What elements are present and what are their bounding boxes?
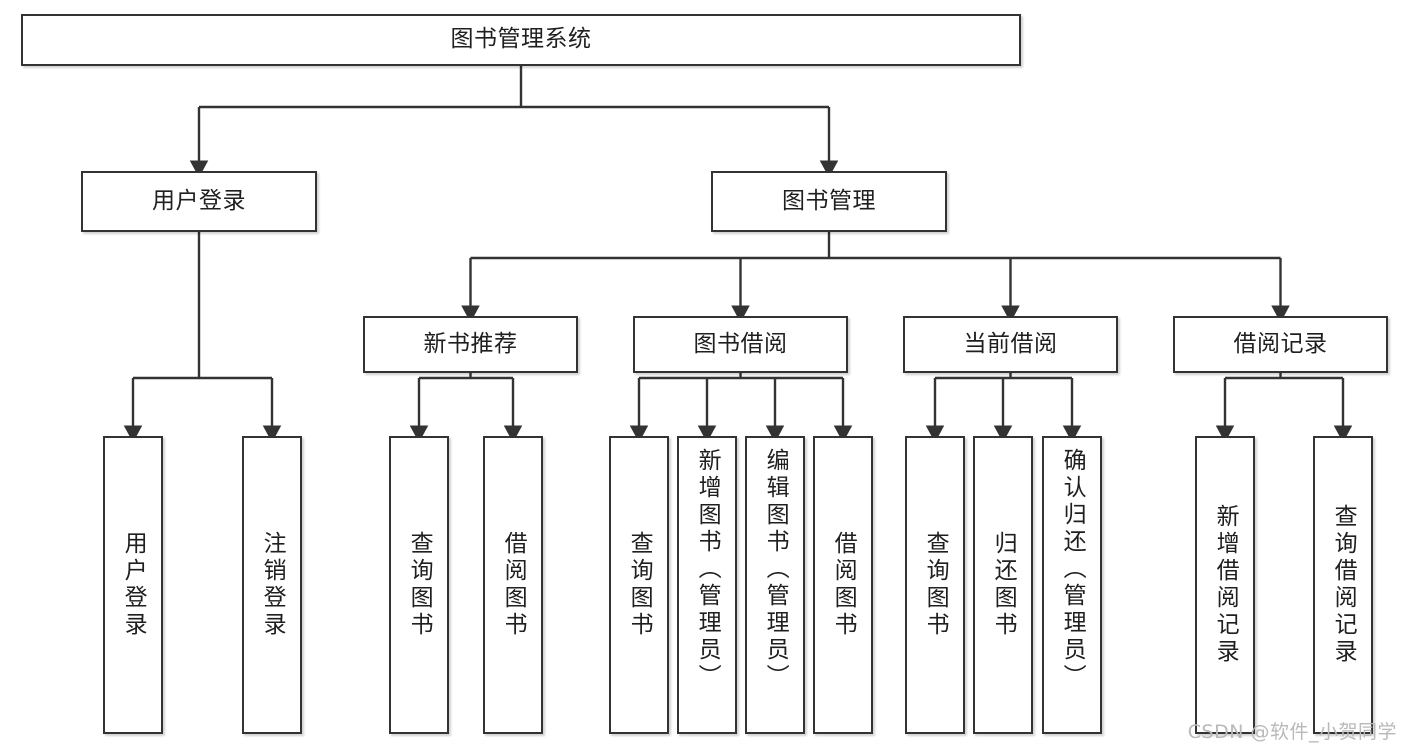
node-label-leaf-confirm-return-admin: 确认归还（管理员） [1059, 448, 1086, 691]
node-label-leaf-add-borrow-record: 新增借阅记录 [1212, 504, 1239, 666]
node-book-manage[interactable]: 图书管理 [711, 171, 947, 232]
node-label-leaf-borrow-book-rec: 借阅图书 [500, 531, 527, 639]
node-root[interactable]: 图书管理系统 [21, 14, 1021, 66]
node-label-leaf-add-book-admin: 新增图书（管理员） [694, 448, 721, 691]
node-label-book-manage: 图书管理 [782, 187, 876, 214]
node-label-leaf-user-login: 用户登录 [120, 531, 147, 639]
node-borrow-record[interactable]: 借阅记录 [1173, 316, 1388, 373]
node-label-leaf-logout-login: 注销登录 [259, 531, 286, 639]
node-user-login[interactable]: 用户登录 [81, 171, 317, 232]
node-leaf-return-book[interactable]: 归还图书 [973, 436, 1033, 734]
node-label-leaf-return-book: 归还图书 [990, 531, 1017, 639]
node-leaf-query-book-rec[interactable]: 查询图书 [389, 436, 449, 734]
node-leaf-query-book-borrow[interactable]: 查询图书 [609, 436, 669, 734]
node-label-borrow-record: 借阅记录 [1233, 330, 1328, 357]
node-leaf-query-borrow-record[interactable]: 查询借阅记录 [1313, 436, 1373, 734]
node-label-leaf-query-book-cur: 查询图书 [922, 531, 949, 639]
node-label-user-login: 用户登录 [152, 187, 246, 214]
node-leaf-borrow-book-rec[interactable]: 借阅图书 [483, 436, 543, 734]
node-leaf-add-borrow-record[interactable]: 新增借阅记录 [1195, 436, 1255, 734]
node-label-book-borrow: 图书借阅 [693, 330, 788, 357]
node-new-book-recommend[interactable]: 新书推荐 [363, 316, 578, 373]
node-leaf-borrow-book[interactable]: 借阅图书 [813, 436, 873, 734]
node-leaf-edit-book-admin[interactable]: 编辑图书（管理员） [745, 436, 805, 734]
node-label-current-borrow: 当前借阅 [963, 330, 1058, 357]
node-label-leaf-borrow-book: 借阅图书 [830, 531, 857, 639]
node-label-new-book-recommend: 新书推荐 [423, 330, 518, 357]
node-leaf-confirm-return-admin[interactable]: 确认归还（管理员） [1042, 436, 1102, 734]
node-label-leaf-edit-book-admin: 编辑图书（管理员） [762, 448, 789, 691]
node-leaf-user-login[interactable]: 用户登录 [103, 436, 163, 734]
node-leaf-add-book-admin[interactable]: 新增图书（管理员） [677, 436, 737, 734]
node-current-borrow[interactable]: 当前借阅 [903, 316, 1118, 373]
node-leaf-query-book-cur[interactable]: 查询图书 [905, 436, 965, 734]
node-leaf-logout-login[interactable]: 注销登录 [242, 436, 302, 734]
node-book-borrow[interactable]: 图书借阅 [633, 316, 848, 373]
node-label-root: 图书管理系统 [450, 26, 592, 53]
node-label-leaf-query-book-rec: 查询图书 [406, 531, 433, 639]
node-label-leaf-query-book-borrow: 查询图书 [626, 531, 653, 639]
node-label-leaf-query-borrow-record: 查询借阅记录 [1330, 504, 1357, 666]
connector-group [123, 66, 1353, 443]
